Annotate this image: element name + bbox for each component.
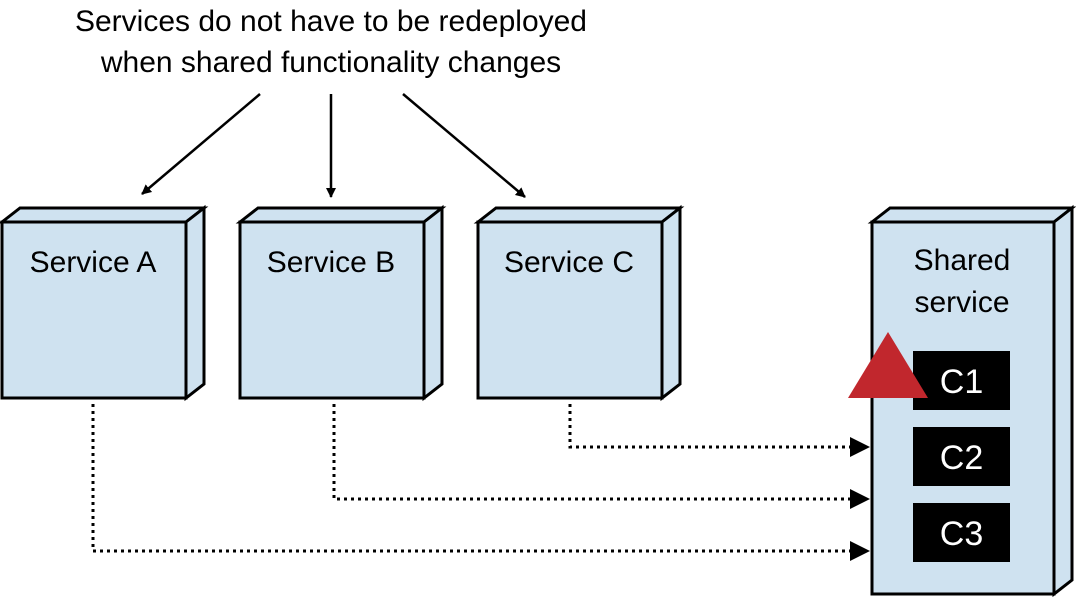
caption-arrows (141, 93, 526, 198)
service-b-box: Service B (235, 204, 447, 402)
service-a-label: Service A (30, 246, 157, 279)
connector-arrowhead-a (850, 541, 870, 561)
connector-arrowheads (850, 437, 870, 561)
caption-line-1: Services do not have to be redeployed (75, 5, 587, 38)
shared-service-label-line-1: Shared (914, 244, 1011, 277)
red-triangle-change-icon (848, 332, 928, 398)
component-c1: C1 (913, 351, 1010, 410)
connector-arrowhead-b (850, 489, 870, 509)
connector-service-a (91, 404, 850, 553)
component-c3-label: C3 (940, 515, 983, 553)
connector-service-b (332, 404, 850, 501)
service-c-label: Service C (504, 246, 634, 279)
dependency-connectors (91, 404, 850, 553)
shared-service-label-line-2: service (914, 286, 1009, 319)
component-c2: C2 (913, 427, 1010, 486)
arrow-to-service-c (402, 93, 526, 198)
service-b-label: Service B (267, 246, 395, 279)
connector-service-c (568, 404, 850, 449)
service-c-box: Service C (473, 204, 685, 402)
component-c1-label: C1 (940, 363, 983, 401)
service-a-box: Service A (0, 204, 209, 402)
component-c2-label: C2 (940, 439, 983, 477)
caption-line-2: when shared functionality changes (100, 46, 561, 79)
shared-service-box: Shared service C1 C2 C3 (848, 204, 1076, 598)
connector-arrowhead-c (850, 437, 870, 457)
arrow-to-service-a (141, 93, 261, 195)
component-c3: C3 (913, 503, 1010, 562)
